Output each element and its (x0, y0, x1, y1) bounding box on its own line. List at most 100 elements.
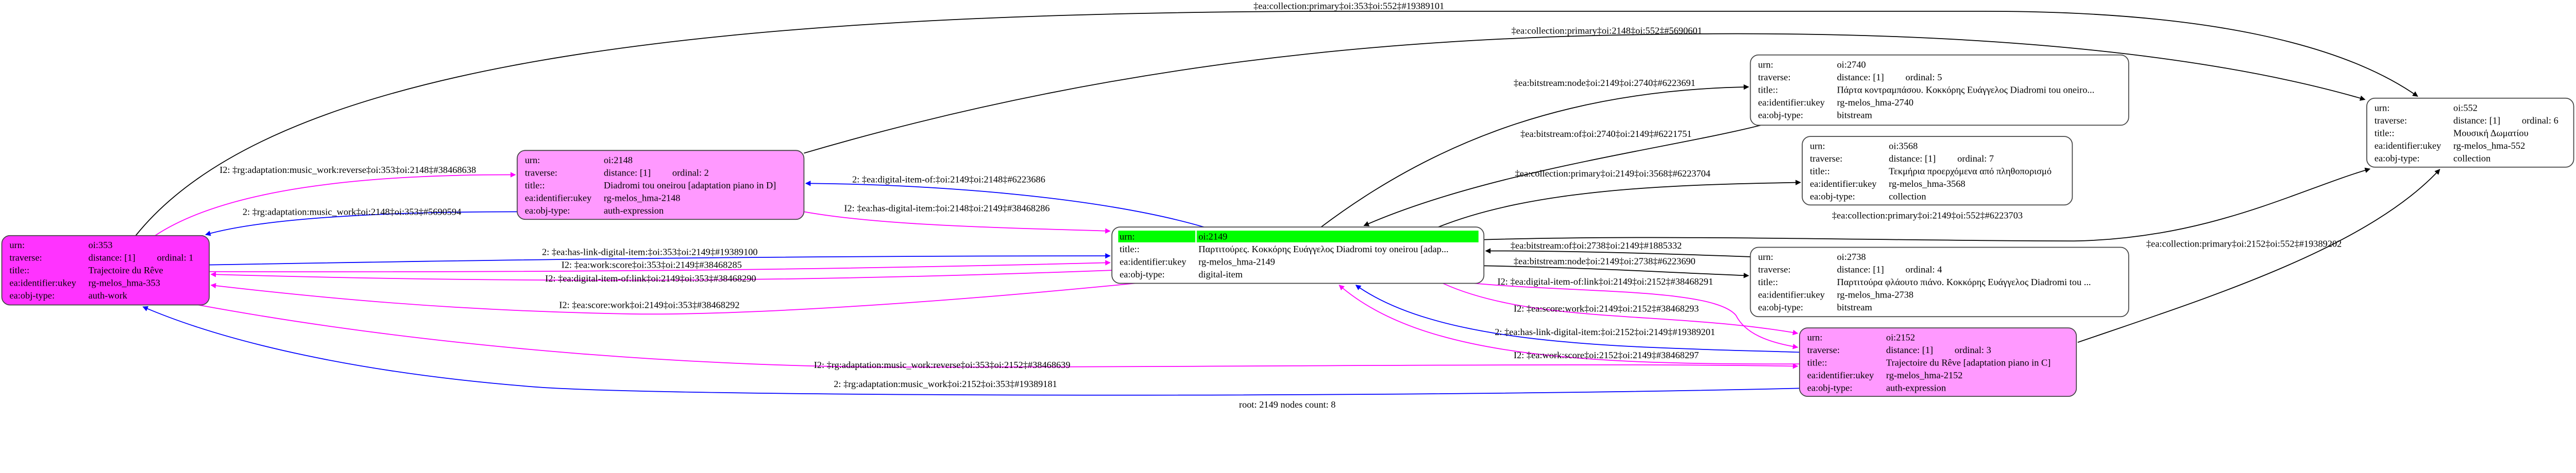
row-value-type: auth-expression (1886, 383, 1946, 393)
edge-label: 2: ‡ea:has-link-digital-item:‡oi:353‡oi:… (542, 247, 758, 257)
row-value-urn: oi:353 (89, 240, 113, 250)
edge-2152-to-2149 (1355, 285, 1800, 353)
row-label-urn: urn: (9, 240, 25, 250)
traverse-ordinal: ordinal: 4 (1906, 264, 1942, 274)
row-label-ukey: ea:identifier:ukey (9, 278, 76, 288)
edge-label: ‡ea:collection:primary‡oi:2149‡oi:552‡#6… (1832, 210, 2023, 220)
edge-353-to-2149 (209, 260, 1111, 272)
traverse-distance: distance: [1] (1837, 264, 1884, 274)
row-value-ukey: rg-melos_hma-2740 (1837, 97, 1914, 108)
row-value-type: digital-item (1198, 269, 1243, 279)
traverse-distance: distance: [1] (2453, 115, 2500, 126)
edge-label: I2: ‡ea:has-digital-item:‡oi:2148‡oi:214… (844, 203, 1049, 213)
row-label-traverse: traverse: (9, 253, 42, 263)
row-label-type: ea:obj-type: (1758, 302, 1803, 312)
row-value-ukey: rg-melos_hma-2149 (1198, 257, 1275, 267)
row-label-traverse: traverse: (2375, 115, 2407, 126)
edge-label: ‡ea:collection:primary‡oi:2152‡oi:552‡#1… (2146, 239, 2342, 249)
edge-353-to-2149 (209, 253, 1111, 266)
row-label-urn: urn: (1810, 141, 1825, 151)
row-label-ukey: ea:identifier:ukey (1120, 257, 1187, 267)
row-label-ukey: ea:identifier:ukey (2375, 141, 2442, 151)
row-label-ukey: ea:identifier:ukey (525, 192, 592, 203)
traverse-ordinal: ordinal: 7 (1957, 153, 1994, 164)
row-value-urn: oi:2148 (604, 155, 633, 165)
edge-label: I2: ‡ea:score:work‡oi:2149‡oi:353‡#38468… (559, 300, 739, 310)
edge-353-to-2148 (155, 172, 516, 236)
edge-2152-to-552 (2077, 169, 2441, 343)
traverse-ordinal: ordinal: 6 (2522, 115, 2558, 126)
row-value-title: Παρτιτούρες. Κοκκόρης Ευάγγελος Diadromi… (1198, 244, 1448, 254)
edge-2149-to-2148 (805, 181, 1204, 227)
graph-footer: root: 2149 nodes count: 8 (1239, 399, 1336, 410)
root-highlight (1118, 231, 1196, 242)
edge-label: ‡ea:bitstream:node‡oi:2149‡oi:2740‡#6223… (1514, 78, 1696, 88)
row-value-ukey: rg-melos_hma-2738 (1837, 289, 1914, 300)
edge-2152-to-2149 (1338, 285, 1800, 365)
node-box (1799, 327, 2077, 397)
row-value-title: Παρτιτούρα φλάουτο πιάνο. Κοκκόρης Ευάγγ… (1837, 277, 2091, 287)
edge-label: ‡ea:collection:primary‡oi:2148‡oi:552‡#5… (1512, 26, 1702, 36)
traverse-distance: distance: [1] (1889, 153, 1936, 164)
row-value-type: auth-work (89, 290, 128, 301)
node-box (1750, 54, 2129, 126)
traverse-ordinal: ordinal: 3 (1955, 345, 1991, 355)
row-label-type: ea:obj-type: (1758, 110, 1803, 120)
row-label-type: ea:obj-type: (9, 290, 55, 301)
row-value-urn: oi:3568 (1889, 141, 1918, 151)
edge-2152-to-353 (142, 306, 1800, 396)
edge-2149-to-2740 (1320, 84, 1750, 227)
traverse-distance: distance: [1] (89, 253, 135, 263)
row-label-type: ea:obj-type: (1810, 191, 1855, 202)
edge-2149-to-3568 (1438, 180, 1801, 227)
traverse-distance: distance: [1] (604, 167, 651, 178)
row-label-type: ea:obj-type: (2375, 153, 2420, 163)
row-value-title: Πάρτα κοντραμπάσου. Κοκκόρης Ευάγγελος D… (1837, 84, 2095, 95)
edge-2148-to-353 (205, 211, 517, 236)
traverse-distance: distance: [1] (1837, 72, 1884, 82)
row-value-title: Trajectoire du Rêve (89, 265, 163, 275)
row-label-title: title:: (1807, 358, 1827, 368)
edge-label: ‡ea:bitstream:of‡oi:2740‡oi:2149‡#622175… (1520, 129, 1691, 139)
row-label-title: title:: (1810, 166, 1830, 177)
row-value-title: Trajectoire du Rêve [adaptation piano in… (1886, 358, 2051, 368)
edge-label: I2: ‡ea:work:score‡oi:353‡oi:2149‡#38468… (562, 260, 742, 270)
row-value-urn: oi:552 (2453, 102, 2478, 113)
row-label-type: ea:obj-type: (1120, 269, 1165, 279)
row-label-title: title:: (1758, 84, 1778, 95)
row-value-ukey: rg-melos_hma-2148 (604, 192, 681, 203)
graph-canvas: ‡ea:collection:primary‡oi:353‡oi:552‡#19… (1, 1, 2574, 410)
row-label-traverse: traverse: (1758, 264, 1790, 274)
row-label-ukey: ea:identifier:ukey (1807, 370, 1874, 380)
row-value-ukey: rg-melos_hma-2152 (1886, 370, 1963, 380)
edge-label: I2: ‡ea:score:work‡oi:2149‡oi:2152‡#3846… (1514, 304, 1699, 314)
row-value-urn: oi:2740 (1837, 59, 1866, 69)
row-value-urn: oi:2738 (1837, 252, 1866, 262)
edge-label: 2: ‡rg:adaptation:music_work‡oi:2152‡oi:… (834, 379, 1057, 389)
root-highlight (1196, 231, 1479, 242)
traverse-ordinal: ordinal: 2 (672, 167, 709, 178)
row-label-ukey: ea:identifier:ukey (1810, 179, 1877, 189)
row-label-title: title:: (1120, 244, 1140, 254)
row-value-title: Τεκμήρια προερχόμενα από πληθοπορισμό (1889, 166, 2052, 177)
edge-label: 2: ‡rg:adaptation:music_work‡oi:2148‡oi:… (243, 206, 461, 217)
edge-label: 2: ‡ea:digital-item-of:‡oi:2149‡oi:2148‡… (852, 174, 1045, 184)
row-label-urn: urn: (1120, 232, 1135, 242)
node-box (1, 235, 210, 306)
node-box (2366, 97, 2574, 168)
row-value-ukey: rg-melos_hma-353 (89, 278, 160, 288)
row-value-urn: oi:2152 (1886, 332, 1915, 343)
row-value-title: Μουσική Δωματίου (2453, 128, 2529, 138)
row-value-type: bitstream (1837, 110, 1872, 120)
node-oi-2738[interactable]: urn: oi:2738 traverse: distance: [1] ordinal… (1750, 247, 2129, 318)
edge-2149-to-552 (1484, 167, 2370, 242)
edge-2149-to-2738 (1484, 265, 1750, 278)
row-label-urn: urn: (1758, 252, 1773, 262)
